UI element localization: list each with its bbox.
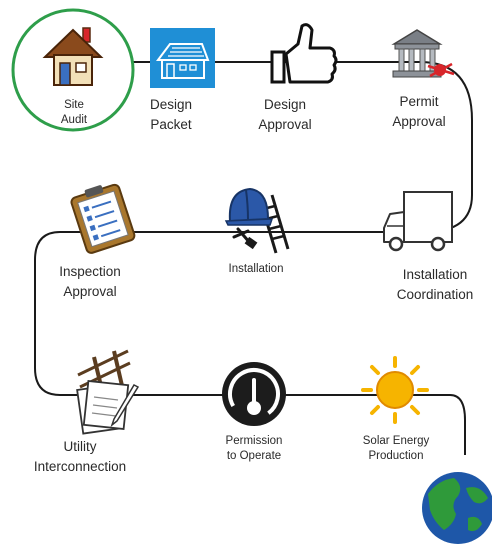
step-label-solar-energy-production: Solar Energy Production [362,435,430,462]
gauge-icon [222,362,286,426]
house-icon [42,27,104,86]
government-building-icon [391,29,455,78]
sun-icon [361,356,429,424]
step-label-utility-interconnection: Utility Interconnection [33,439,127,474]
solar-panel-house-icon [150,28,215,88]
power-pole-icon [76,349,140,435]
hard-hat-ladder-icon [224,187,290,254]
step-label-permission-to-operate: Permission to Operate [225,435,283,462]
thumbs-up-icon [270,23,338,84]
step-label-design-approval: Design Approval [258,97,312,132]
step-label-permit-approval: Permit Approval [392,94,446,129]
step-label-installation: Installation [228,263,284,275]
clipboard-checklist-icon [70,183,136,254]
step-label-installation-coordination: Installation Coordination [396,267,474,302]
step-label-site-audit: Site Audit [60,99,88,126]
step-label-design-packet: Design Packet [149,97,193,132]
truck-icon [383,191,453,252]
step-label-inspection-approval: Inspection Approval [59,264,121,299]
earth-globe-icon [422,472,492,544]
flow-path [34,61,473,455]
